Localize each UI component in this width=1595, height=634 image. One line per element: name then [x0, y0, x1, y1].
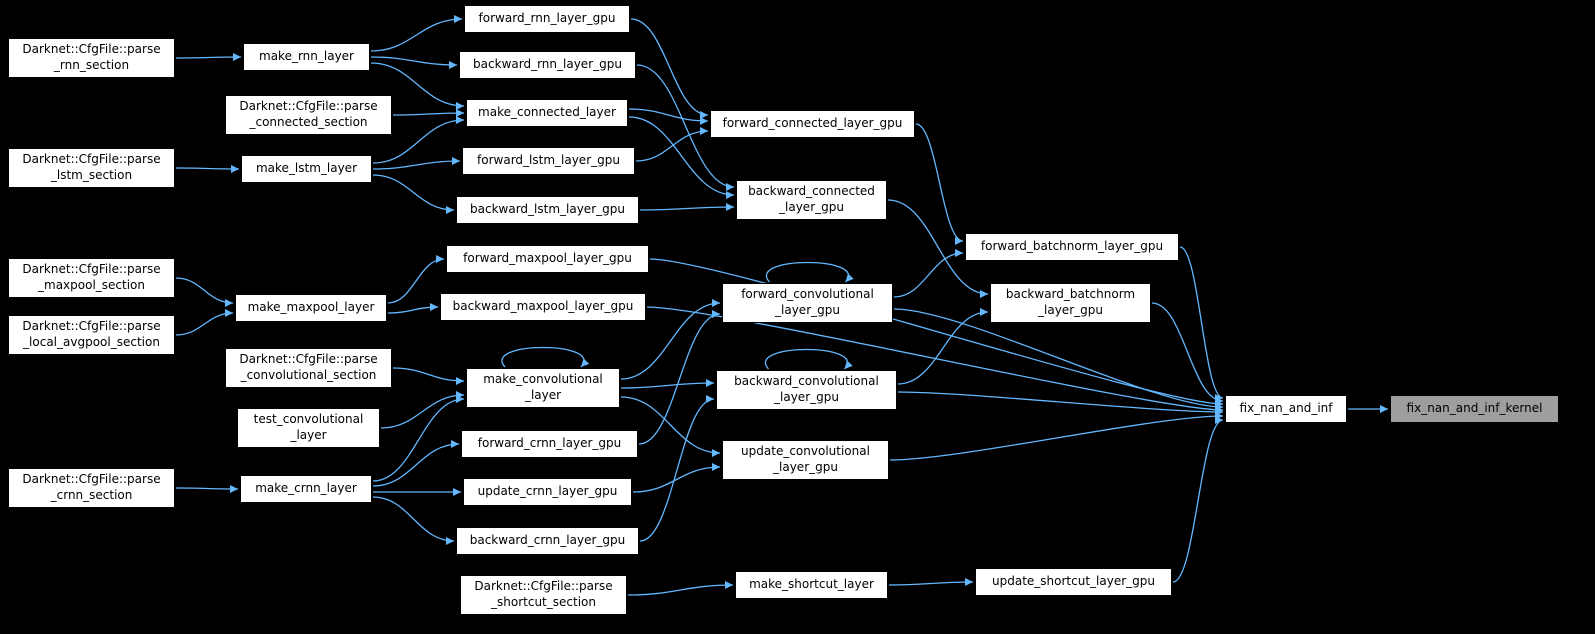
graph-node-make_lstm[interactable]: make_lstm_layer — [241, 155, 372, 183]
graph-edge-bwd_crnn-to-bwd_conv — [639, 395, 715, 542]
graph-node-fwd_conv[interactable]: forward_convolutional _layer_gpu — [722, 283, 893, 323]
graph-edge-bwd_conv-to-bwd_bn — [897, 308, 989, 385]
graph-node-make_conv[interactable]: make_convolutional _layer — [466, 368, 620, 408]
edges-group — [175, 15, 1388, 596]
graph-node-make_rnn[interactable]: make_rnn_layer — [243, 43, 370, 71]
graph-edge-make_lstm-to-bwd_lstm — [372, 174, 455, 214]
graph-edge-make_crnn-to-make_conv — [372, 395, 465, 482]
graph-edge-make_connected-to-bwd_connected — [628, 116, 735, 199]
graph-node-bwd_rnn[interactable]: backward_rnn_layer_gpu — [459, 51, 636, 79]
graph-edge-fwd_conv-to-fwd_conv — [765, 261, 854, 283]
graph-node-fwd_crnn[interactable]: forward_crnn_layer_gpu — [461, 430, 638, 458]
graph-node-fwd_maxpool[interactable]: forward_maxpool_layer_gpu — [446, 245, 649, 273]
graph-edge-test_conv-to-make_conv — [380, 391, 465, 429]
graph-edge-fwd_maxpool-to-fix — [649, 258, 1224, 408]
graph-edge-bwd_bn-to-fix — [1151, 302, 1224, 405]
graph-node-fwd_connected[interactable]: forward_connected_layer_gpu — [710, 110, 915, 138]
graph-edge-make_crnn-to-bwd_crnn — [372, 496, 455, 545]
graph-edge-upd_shortcut-to-fix — [1172, 416, 1224, 583]
graph-node-bwd_lstm[interactable]: backward_lstm_layer_gpu — [456, 196, 639, 224]
graph-node-upd_shortcut[interactable]: update_shortcut_layer_gpu — [975, 568, 1172, 596]
graph-edge-make_rnn-to-fwd_rnn — [370, 15, 463, 52]
graph-edge-fwd_crnn-to-fwd_conv — [638, 310, 721, 445]
graph-edge-bwd_connected-to-bwd_bn — [887, 199, 989, 298]
graph-node-fix[interactable]: fix_nan_and_inf — [1225, 395, 1347, 423]
graph-edge-bwd_lstm-to-bwd_connected — [639, 203, 735, 212]
graph-edge-make_crnn-to-fwd_crnn — [372, 440, 460, 487]
graph-node-make_shortcut[interactable]: make_shortcut_layer — [735, 571, 888, 599]
graph-node-parse_lstm[interactable]: Darknet::CfgFile::parse _lstm_section — [8, 148, 175, 188]
graph-edge-make_shortcut-to-upd_shortcut — [888, 578, 974, 587]
graph-edge-parse_connected-to-make_connected — [392, 109, 465, 118]
graph-node-parse_maxpool[interactable]: Darknet::CfgFile::parse _maxpool_section — [8, 258, 175, 298]
graph-node-test_conv[interactable]: test_convolutional _layer — [237, 408, 380, 448]
graph-node-bwd_maxpool[interactable]: backward_maxpool_layer_gpu — [440, 293, 646, 321]
graph-edge-fwd_bn-to-fix — [1179, 246, 1224, 402]
graph-node-bwd_bn[interactable]: backward_batchnorm _layer_gpu — [990, 283, 1151, 323]
graph-edge-fwd_conv-to-fix — [893, 308, 1224, 411]
graph-edge-parse_shortcut-to-make_shortcut — [627, 581, 734, 596]
graph-edge-parse_lstm-to-make_lstm — [175, 164, 240, 173]
graph-edge-upd_crnn-to-upd_conv — [632, 463, 721, 493]
graph-edge-bwd_conv-to-fix — [897, 391, 1224, 416]
graph-node-bwd_connected[interactable]: backward_connected _layer_gpu — [736, 180, 887, 220]
graph-node-upd_conv[interactable]: update_convolutional _layer_gpu — [722, 440, 889, 480]
graph-edge-parse_conv-to-make_conv — [392, 367, 465, 385]
graph-edge-make_conv-to-bwd_conv — [620, 379, 715, 389]
graph-node-make_maxpool[interactable]: make_maxpool_layer — [235, 294, 387, 322]
graph-edge-make_conv-to-upd_conv — [620, 396, 721, 457]
graph-edge-make_rnn-to-bwd_rnn — [370, 56, 458, 69]
graph-edge-bwd_conv-to-bwd_conv — [764, 348, 853, 370]
graph-node-parse_conv[interactable]: Darknet::CfgFile::parse _convolutional_s… — [225, 348, 392, 388]
graph-node-bwd_conv[interactable]: backward_convolutional _layer_gpu — [716, 370, 897, 410]
graph-node-fwd_lstm[interactable]: forward_lstm_layer_gpu — [462, 147, 635, 175]
graph-edge-make_lstm-to-make_connected — [372, 116, 465, 164]
graph-edge-make_lstm-to-fwd_lstm — [372, 157, 461, 170]
graph-node-parse_crnn[interactable]: Darknet::CfgFile::parse _crnn_section — [8, 468, 175, 508]
graph-node-parse_rnn[interactable]: Darknet::CfgFile::parse _rnn_section — [8, 38, 175, 78]
graph-edge-fwd_lstm-to-fwd_connected — [635, 127, 709, 162]
graph-edge-parse_local_avgpool-to-make_maxpool — [175, 309, 234, 336]
graph-node-parse_shortcut[interactable]: Darknet::CfgFile::parse _shortcut_sectio… — [460, 575, 627, 615]
graph-edge-make_rnn-to-make_connected — [370, 62, 465, 110]
graph-edge-upd_conv-to-fix — [889, 412, 1224, 461]
graph-node-fwd_rnn[interactable]: forward_rnn_layer_gpu — [464, 5, 630, 33]
graph-edge-parse_crnn-to-make_crnn — [175, 484, 239, 493]
graph-edge-make_maxpool-to-fwd_maxpool — [387, 255, 445, 304]
graph-edge-bwd_rnn-to-bwd_connected — [636, 64, 735, 191]
graph-edge-fwd_conv-to-fwd_bn — [893, 249, 964, 298]
graph-edge-fwd_connected-to-fwd_bn — [915, 123, 964, 245]
graph-node-fix_kernel: fix_nan_and_inf_kernel — [1390, 395, 1559, 423]
graph-edge-make_maxpool-to-bwd_maxpool — [387, 303, 439, 314]
graph-edge-make_connected-to-fwd_connected — [628, 108, 709, 125]
graph-edge-make_conv-to-fwd_conv — [620, 299, 721, 380]
graph-node-make_connected[interactable]: make_connected_layer — [466, 99, 628, 127]
graph-node-fwd_bn[interactable]: forward_batchnorm_layer_gpu — [965, 233, 1179, 261]
graph-edge-parse_maxpool-to-make_maxpool — [175, 277, 234, 307]
graph-edge-parse_rnn-to-make_rnn — [175, 53, 242, 62]
graph-node-parse_connected[interactable]: Darknet::CfgFile::parse _connected_secti… — [225, 95, 392, 135]
graph-edge-make_conv-to-make_conv — [501, 346, 590, 368]
graph-edge-fwd_rnn-to-fwd_connected — [630, 18, 709, 119]
graph-node-make_crnn[interactable]: make_crnn_layer — [240, 475, 372, 503]
graph-node-upd_crnn[interactable]: update_crnn_layer_gpu — [463, 478, 632, 506]
graph-node-parse_local_avgpool[interactable]: Darknet::CfgFile::parse _local_avgpool_s… — [8, 315, 175, 355]
graph-node-bwd_crnn[interactable]: backward_crnn_layer_gpu — [456, 527, 639, 555]
